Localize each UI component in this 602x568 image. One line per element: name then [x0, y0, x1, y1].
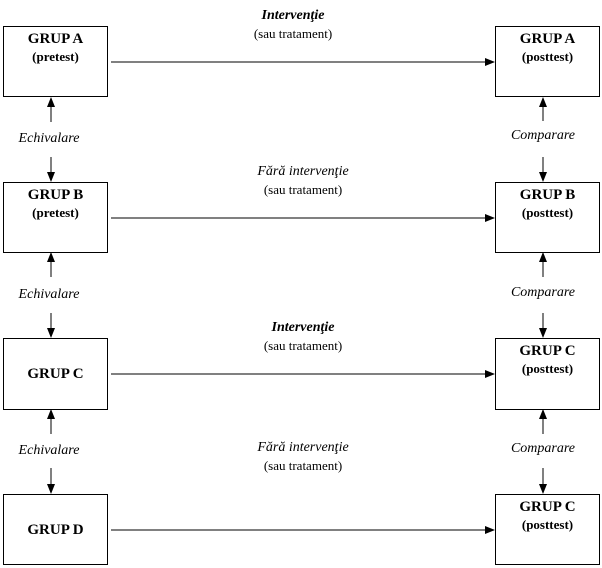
row-label-a: Intervenţie (sau tratament) — [203, 7, 383, 43]
row-label-sub: (sau tratament) — [263, 338, 343, 353]
box-title: GRUP C — [27, 366, 84, 382]
box-title: GRUP B — [27, 187, 84, 203]
box-left-grup-b: GRUP B (pretest) — [3, 182, 108, 253]
row-label-d: Fără intervenţie (sau tratament) — [213, 439, 393, 475]
box-right-grup-c: GRUP C (posttest) — [495, 338, 600, 410]
echivalare-label-ab: Echivalare — [18, 131, 80, 146]
box-right-grup-b: GRUP B (posttest) — [495, 182, 600, 253]
comparare-label-cd: Comparare — [510, 441, 576, 456]
box-right-grup-a: GRUP A (posttest) — [495, 26, 600, 97]
box-left-grup-d: GRUP D — [3, 494, 108, 565]
box-title: GRUP D — [27, 521, 84, 538]
row-label-sub: (sau tratament) — [263, 182, 343, 197]
box-subtitle: (posttest) — [521, 517, 574, 532]
row-label-main: Fără intervenţie — [257, 440, 349, 455]
echivalare-label-cd: Echivalare — [18, 443, 80, 458]
comparare-label-ab: Comparare — [510, 128, 576, 143]
box-title: GRUP C — [519, 499, 576, 515]
box-left-grup-a: GRUP A (pretest) — [3, 26, 108, 97]
box-title: GRUP B — [519, 187, 576, 203]
box-left-grup-c: GRUP C — [3, 338, 108, 410]
comparare-label-bc: Comparare — [510, 285, 576, 300]
echivalare-label-bc: Echivalare — [18, 287, 80, 302]
box-right-grup-c-2: GRUP C (posttest) — [495, 494, 600, 565]
row-label-main: Fără intervenţie — [257, 164, 349, 179]
box-title: GRUP C — [519, 343, 576, 359]
row-label-b: Fără intervenţie (sau tratament) — [213, 163, 393, 199]
row-label-c: Intervenţie (sau tratament) — [213, 319, 393, 355]
box-subtitle: (posttest) — [521, 205, 574, 220]
row-label-main: Intervenţie — [261, 8, 325, 23]
row-label-sub: (sau tratament) — [253, 26, 333, 41]
box-subtitle: (pretest) — [32, 49, 79, 64]
box-subtitle: (pretest) — [32, 205, 79, 220]
box-title: GRUP A — [27, 31, 84, 47]
box-title: GRUP A — [519, 31, 576, 47]
box-subtitle: (posttest) — [521, 361, 574, 376]
row-label-sub: (sau tratament) — [263, 458, 343, 473]
row-label-main: Intervenţie — [271, 320, 335, 335]
box-subtitle: (posttest) — [521, 49, 574, 64]
